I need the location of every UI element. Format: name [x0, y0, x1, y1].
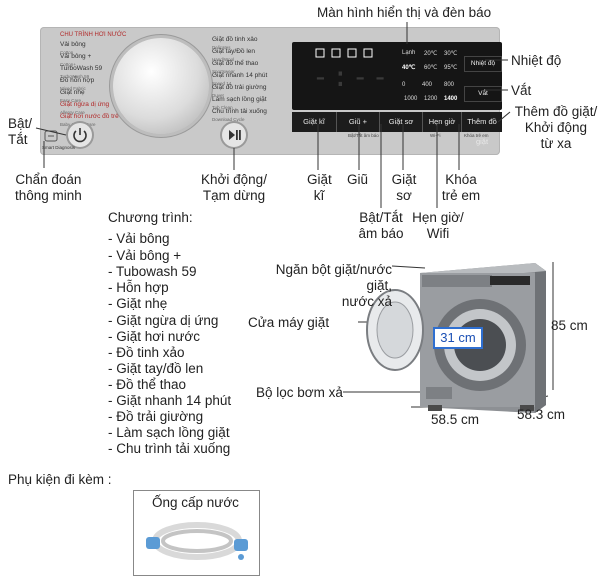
spin-value: 0	[402, 82, 406, 88]
add-garment-button[interactable]: Thêm đồ giặt	[462, 112, 502, 146]
spin-value: 1200	[424, 96, 438, 102]
panel-steam-header: CHU TRÌNH HƠI NƯỚC	[60, 32, 127, 38]
program-list-item: - Làm sạch lồng giặt	[108, 425, 230, 440]
program-list-item: - Giặt hơi nước	[108, 329, 201, 344]
rinse-callout: Giũ	[347, 172, 369, 187]
panel-program[interactable]: Vải bông +Cotton+	[60, 53, 92, 67]
height-dimension: 85 cm	[551, 318, 588, 333]
prewash-button[interactable]: Giặt sơ	[380, 112, 423, 132]
smart-diagnosis-label: Smart Diagnosis	[42, 145, 76, 150]
temperature-callout: Nhiệt độ	[511, 53, 562, 68]
panel-button-bar: Giặt kĩ Giũ + Giặt sơ Hẹn giờ Thêm đồ gi…	[292, 112, 502, 146]
temp-value: 30℃	[444, 51, 458, 57]
spin-value: 1000	[404, 96, 418, 102]
start-pause-button[interactable]	[222, 123, 246, 147]
time-digits: -:--	[312, 60, 392, 93]
power-callout: Bật/Tắt	[8, 116, 33, 147]
drain-filter-callout: Bộ lọc bơm xả	[256, 385, 343, 400]
program-list-heading: Chương trình:	[108, 210, 193, 225]
program-list-item: - Vải bông +	[108, 248, 182, 263]
washing-machine-illustration	[366, 263, 546, 413]
width-dimension: 58.5 cm	[431, 412, 480, 427]
beep-sublabel: Bật/Tắt âm báo	[348, 133, 379, 138]
display-callout: Màn hình hiển thị và đèn báo	[317, 5, 492, 20]
program-list-item: - Chu trình tải xuống	[108, 441, 231, 456]
temperature-button[interactable]: Nhiệt độ	[464, 56, 502, 72]
accessory-box: Ống cấp nước	[133, 490, 260, 576]
temp-value: 60℃	[424, 65, 438, 71]
temp-value: 95℃	[444, 65, 458, 71]
temp-value: 40℃	[402, 65, 416, 71]
program-list-item: - Giặt tay/đồ len	[108, 361, 204, 376]
program-list-item: - Đồ trải giường	[108, 409, 204, 424]
accessory-label: Ống cấp nước	[152, 495, 239, 510]
temp-value: 20℃	[424, 51, 438, 57]
power-button[interactable]	[68, 123, 92, 147]
depth-dimension: 58.3 cm	[517, 407, 566, 422]
spin-value: 1400	[444, 96, 458, 102]
program-dial[interactable]	[113, 38, 209, 134]
spin-value: 800	[444, 82, 455, 88]
program-list-item: - Giặt nhẹ	[108, 296, 168, 311]
power-icon	[73, 128, 87, 143]
program-list-item: - Vải bông	[108, 231, 170, 246]
program-list-item: - Giặt nhanh 14 phút	[108, 393, 232, 408]
start-pause-callout: Khởi động/Tạm dừng	[201, 172, 267, 203]
timer-button[interactable]: Hẹn giờ	[423, 112, 462, 132]
program-list-item: - Hỗn hợp	[108, 280, 169, 295]
door-diameter-badge: 31 cm	[433, 327, 483, 349]
water-hose-icon	[146, 522, 248, 560]
play-pause-icon	[229, 130, 241, 140]
timer-wifi-callout: Hẹn giờ/Wifi	[412, 210, 464, 241]
accessories-heading: Phụ kiện đi kèm :	[8, 472, 112, 487]
door-callout: Cửa máy giặt	[248, 315, 330, 330]
wash-button[interactable]: Giặt kĩ	[292, 112, 337, 132]
rinse-button[interactable]: Giũ +	[337, 112, 380, 132]
status-icons	[315, 48, 373, 58]
display-screen: -:-- Lạnh 20℃ 30℃ 40℃ 60℃ 95℃ 0 400 800 …	[292, 42, 502, 110]
program-list-item: - Giặt ngừa dị ứng	[108, 313, 219, 328]
child-lock-sublabel: Khóa trẻ em	[464, 133, 489, 138]
spin-callout: Vắt	[511, 83, 532, 98]
temp-label-cold: Lạnh	[402, 50, 416, 56]
spin-button[interactable]: Vắt	[464, 86, 502, 102]
spin-value: 400	[422, 82, 433, 88]
detergent-callout: Ngăn bột giặt/nước giặt,nước xả	[275, 262, 392, 309]
program-list-item: - Đồ thể thao	[108, 377, 187, 392]
program-list-item: - Đồ tinh xảo	[108, 345, 185, 360]
wifi-sublabel: Wi-Fi	[430, 133, 441, 138]
program-list-item: - Tubowash 59	[108, 264, 197, 279]
